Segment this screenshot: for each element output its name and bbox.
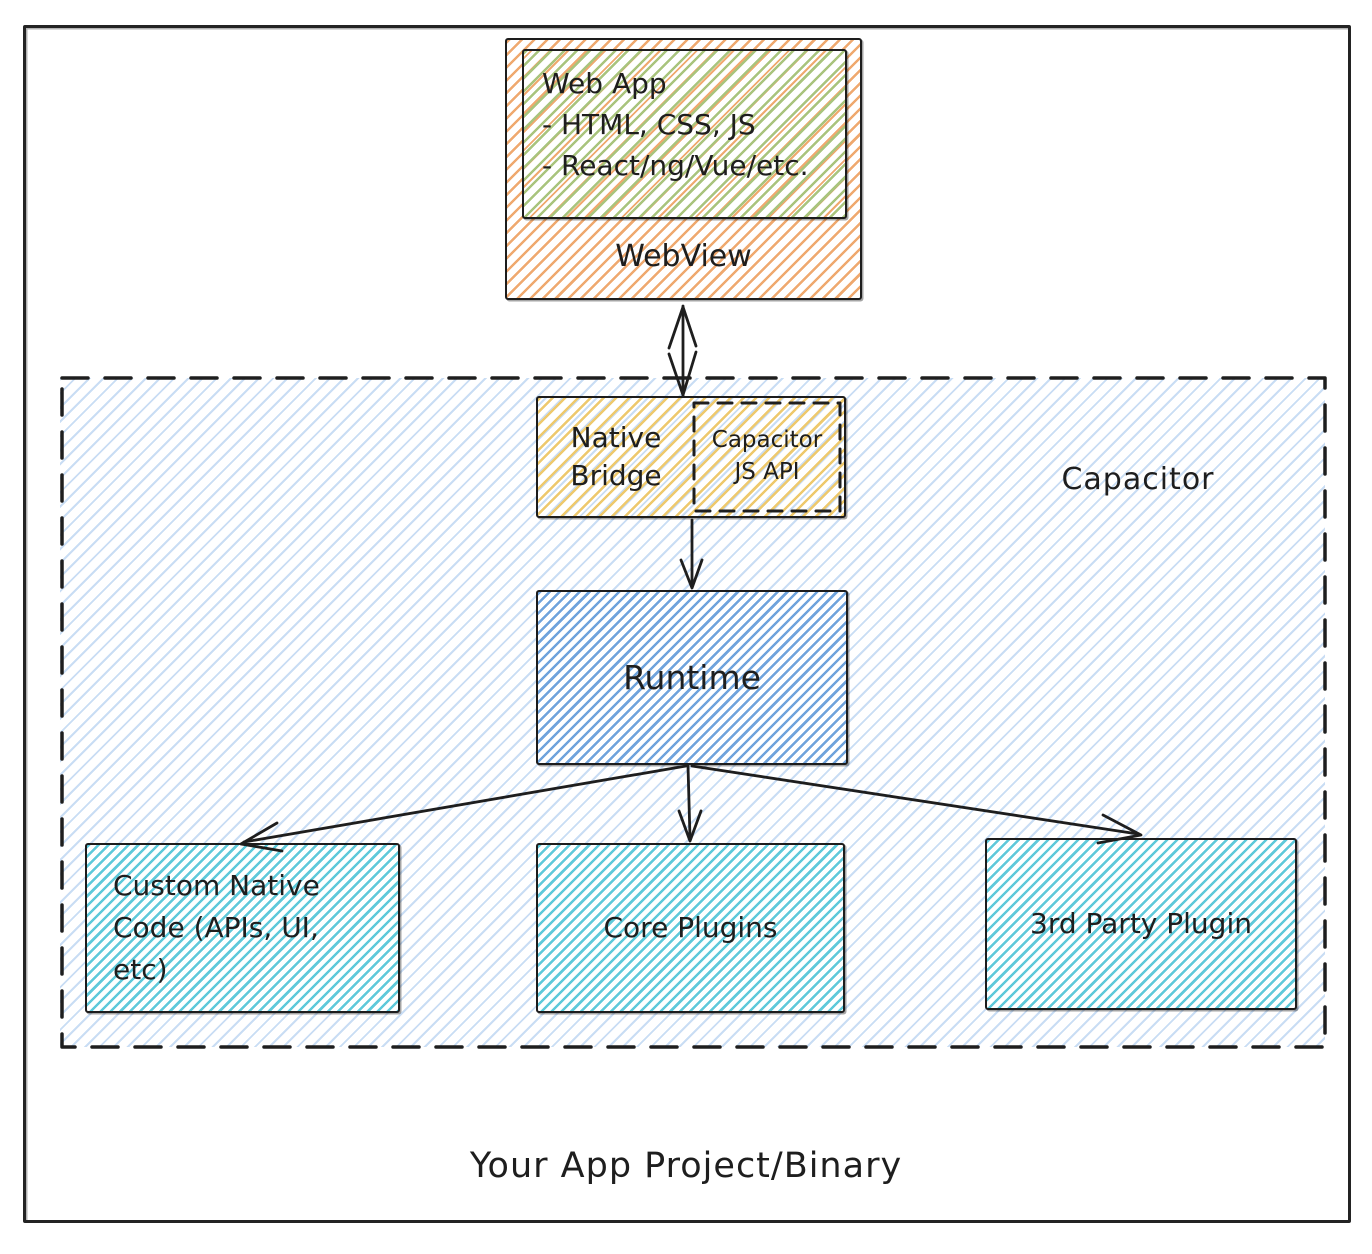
core-plugins-label: Core Plugins [603,911,778,944]
capacitor-region: Capacitor Native Bridge Capacitor JS API… [60,378,1325,1047]
runtime-box: Runtime [536,590,848,765]
webview-label: WebView [615,239,752,274]
webapp-bullet-html-css-js: - HTML, CSS, JS [542,108,756,141]
webview-box: Web App - HTML, CSS, JS - React/ng/Vue/e… [505,38,862,300]
app-project-label: Your App Project/Binary [469,1146,903,1186]
webapp-bullet-frameworks: - React/ng/Vue/etc. [542,149,809,182]
webapp-title: Web App [542,67,667,100]
native-bridge-box: Native Bridge Capacitor JS API [536,396,846,518]
third-party-plugin-box: 3rd Party Plugin [985,838,1297,1010]
core-plugins-box: Core Plugins [536,843,845,1013]
runtime-label: Runtime [623,658,761,697]
webapp-box: Web App - HTML, CSS, JS - React/ng/Vue/e… [522,49,847,219]
capacitor-label: Capacitor [1061,462,1215,497]
app-project-frame [23,25,1351,1223]
third-party-plugin-label: 3rd Party Plugin [1030,907,1252,940]
custom-native-code-box: Custom Native Code (APIs, UI, etc) [85,843,400,1013]
custom-native-code-label: Custom Native Code (APIs, UI, etc) [113,869,320,986]
capacitor-js-api-box: Capacitor JS API [711,427,823,485]
native-bridge-label: Native Bridge [570,421,662,492]
